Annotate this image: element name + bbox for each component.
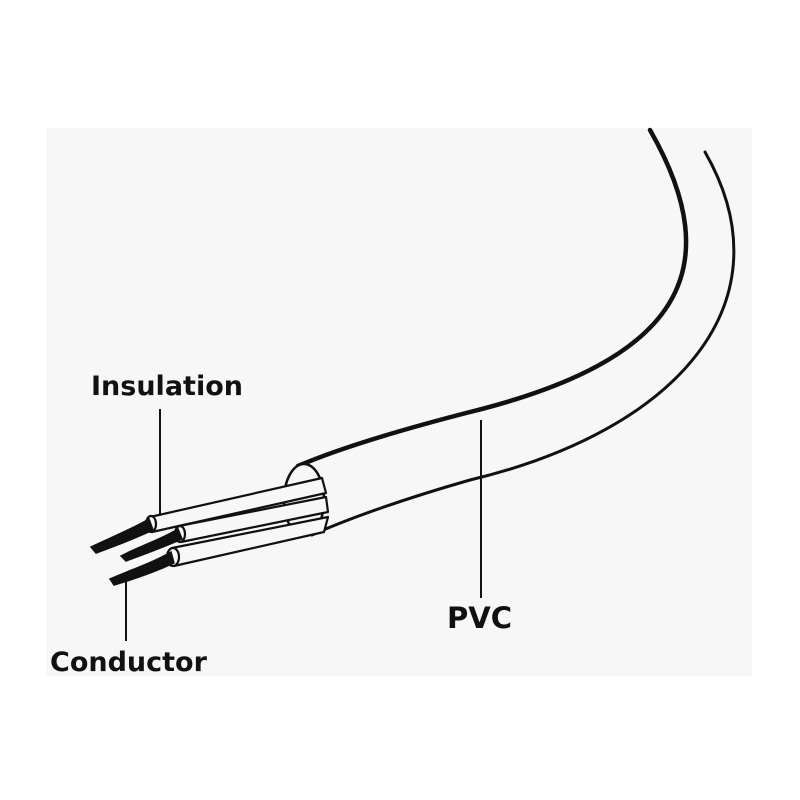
- exposed-conductors: [89, 517, 183, 586]
- leader-lines: [125, 409, 482, 641]
- conductor-strands-bottom: [108, 550, 175, 586]
- conductor-strands-middle: [119, 527, 183, 562]
- diagram-background: [46, 128, 752, 676]
- pvc-sheath-upper-edge: [295, 127, 689, 469]
- pvc-label: PVC: [447, 601, 512, 635]
- conductor-label: Conductor: [50, 647, 207, 678]
- insulation-label: Insulation: [91, 371, 243, 402]
- pvc-sheath-lower-edge: [310, 150, 736, 537]
- pvc-sheath: [282, 127, 736, 538]
- conductor-strands-top: [89, 517, 154, 554]
- insulated-wires: [144, 476, 330, 568]
